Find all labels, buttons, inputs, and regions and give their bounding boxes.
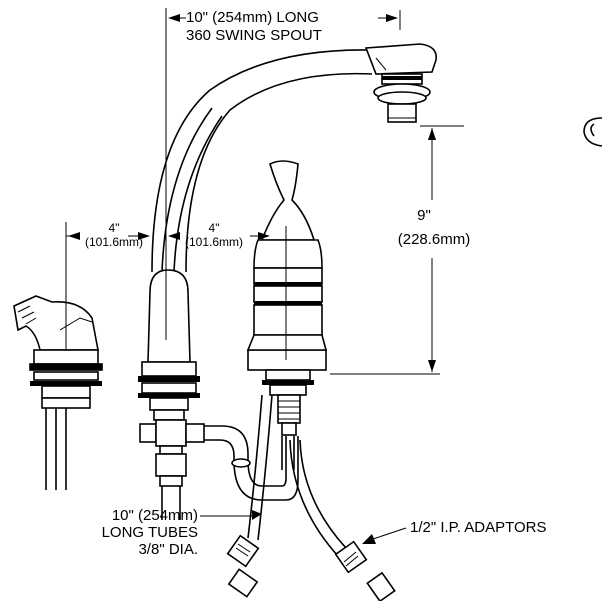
spout-length-label-line1: 10" (254mm) LONG: [186, 9, 319, 26]
tubes-length-label: 10" (254mm): [112, 507, 198, 524]
left-spacing-value: 4": [109, 221, 120, 235]
soap-dispenser-edge: [583, 117, 602, 147]
height-dimension-value: 9": [417, 207, 431, 224]
tubes-type-label: LONG TUBES: [102, 524, 198, 541]
right-spacing-value: 4": [209, 221, 220, 235]
spout-length-label-line2: 360 SWING SPOUT: [186, 27, 322, 44]
tubes-diameter-label: 3/8" DIA.: [138, 541, 198, 558]
side-sprayer: [13, 295, 103, 490]
handle-valve: [246, 160, 328, 436]
supply-tubes: [231, 394, 347, 557]
right-spacing-metric: (101.6mm): [185, 235, 243, 249]
adaptors-label: 1/2" I.P. ADAPTORS: [410, 519, 547, 536]
swing-spout: [151, 43, 437, 273]
height-dimension-metric: (228.6mm): [398, 231, 471, 248]
spout-base: [138, 269, 249, 520]
dimension-lines: [65, 8, 464, 544]
ip-adaptors: [226, 534, 396, 601]
left-spacing-metric: (101.6mm): [85, 235, 143, 249]
